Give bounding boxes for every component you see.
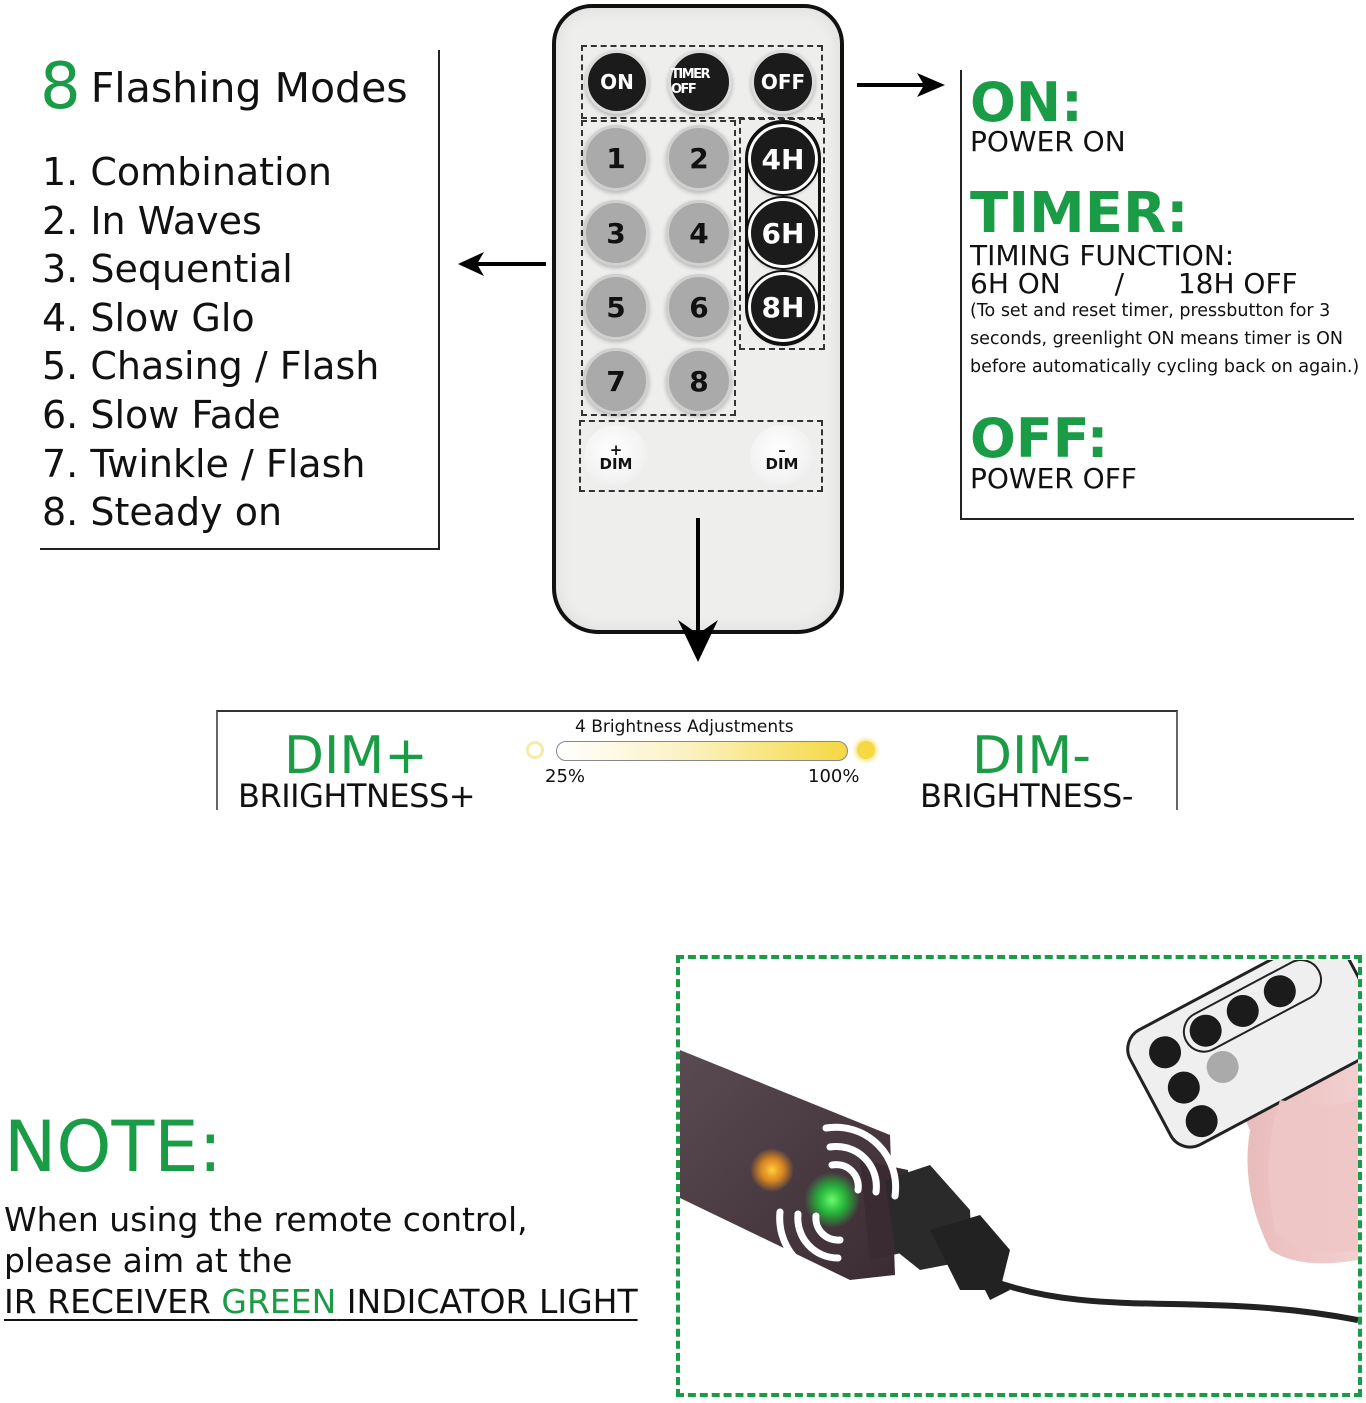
mode-item: 6. Slow Fade xyxy=(42,392,281,437)
mode-item: 5. Chasing / Flash xyxy=(42,344,380,389)
note-indicator-light: INDICATOR LIGHT xyxy=(336,1282,638,1321)
note-heading: NOTE: xyxy=(4,1106,223,1188)
mode-item: 7. Twinkle / Flash xyxy=(42,441,366,486)
timer-description: TIMING FUNCTION: xyxy=(970,239,1235,272)
ir-receiver-photo xyxy=(680,960,1358,1323)
signal-waves-icon xyxy=(776,1123,900,1282)
ir-receiver-photo-frame xyxy=(676,955,1362,1397)
on-description: POWER ON xyxy=(970,125,1126,158)
handheld-remote xyxy=(1126,960,1358,1149)
note-line-3: IR RECEIVER GREEN INDICATOR LIGHT xyxy=(4,1285,638,1318)
note-green-word: GREEN xyxy=(221,1282,337,1321)
brightness-max-label: 100% xyxy=(808,766,860,787)
timer-schedule: 6H ON / 18H OFF xyxy=(970,270,1298,298)
green-indicator-light xyxy=(804,1172,860,1228)
note-line-2: please aim at the xyxy=(4,1241,293,1280)
off-description: POWER OFF xyxy=(970,462,1137,495)
off-button[interactable]: OFF xyxy=(751,50,815,114)
dim-plus-description: BRIIGHTNESS+ xyxy=(238,777,476,815)
bright-sun-icon xyxy=(857,741,875,759)
mode-item: 2. In Waves xyxy=(42,198,262,243)
arrow-left-icon xyxy=(458,252,546,276)
flashing-modes-panel xyxy=(40,50,440,550)
modes-count: 8 xyxy=(40,50,81,124)
brightness-panel xyxy=(216,710,1178,810)
off-heading: OFF: xyxy=(970,407,1109,470)
dim-plus-sign: + xyxy=(609,441,623,459)
mode-item: 3. Sequential xyxy=(42,247,293,292)
brightness-min-label: 25% xyxy=(545,766,586,787)
mode-3-button[interactable]: 3 xyxy=(583,200,649,266)
arrow-down-icon xyxy=(678,518,718,662)
brightness-title: 4 Brightness Adjustments xyxy=(575,717,794,737)
timer-8h-button[interactable]: 8H xyxy=(746,270,820,344)
dim-sun-icon xyxy=(526,741,544,759)
dim-minus-label: DIM xyxy=(765,455,799,473)
mode-6-button[interactable]: 6 xyxy=(666,274,732,340)
timer-heading: TIMER: xyxy=(970,181,1189,246)
dim-plus-heading: DIM+ xyxy=(284,726,428,786)
timer-separator: / xyxy=(1114,267,1125,300)
timer-on-duration: 6H ON xyxy=(970,267,1061,300)
orange-indicator-light xyxy=(750,1148,794,1192)
mode-item: 8. Steady on xyxy=(42,490,283,535)
dim-minus-sign: – xyxy=(778,441,786,459)
timer-6h-button[interactable]: 6H xyxy=(746,196,820,270)
timer-off-duration: 18H OFF xyxy=(1177,267,1298,300)
mode-1-button[interactable]: 1 xyxy=(583,125,649,191)
dim-minus-description: BRIGHTNESS- xyxy=(920,777,1133,815)
dim-plus-button[interactable]: + DIM xyxy=(584,425,648,489)
power-group-outline xyxy=(581,45,823,119)
timer-off-button[interactable]: TIMER OFF xyxy=(668,50,732,114)
modes-title-text: Flashing Modes xyxy=(90,64,408,112)
mode-4-button[interactable]: 4 xyxy=(666,200,732,266)
note-ir-receiver: IR RECEIVER xyxy=(4,1282,222,1321)
mode-5-button[interactable]: 5 xyxy=(583,274,649,340)
brightness-gradient-bar xyxy=(556,741,848,761)
mode-item: 1. Combination xyxy=(42,150,332,194)
dim-plus-label: DIM xyxy=(599,455,633,473)
dim-minus-heading: DIM- xyxy=(972,726,1092,786)
arrow-right-icon xyxy=(857,73,945,97)
functions-panel xyxy=(960,70,1354,520)
note-line-1: When using the remote control, xyxy=(4,1200,528,1239)
timer-group-outline xyxy=(739,118,825,350)
modes-list: 1. Combination 2. In Waves 3. Sequential… xyxy=(42,148,379,537)
on-button[interactable]: ON xyxy=(585,50,649,114)
mode-8-button[interactable]: 8 xyxy=(666,348,732,414)
dim-minus-button[interactable]: – DIM xyxy=(750,425,814,489)
mode-group-outline xyxy=(581,120,736,416)
mode-2-button[interactable]: 2 xyxy=(666,125,732,191)
timer-4h-button[interactable]: 4H xyxy=(746,122,820,196)
on-heading: ON: xyxy=(970,71,1083,134)
timer-note: (To set and reset timer, pressbutton for… xyxy=(970,301,1360,377)
mode-item: 4. Slow Glo xyxy=(42,295,255,340)
mode-7-button[interactable]: 7 xyxy=(583,348,649,414)
dim-group-outline xyxy=(579,420,823,492)
